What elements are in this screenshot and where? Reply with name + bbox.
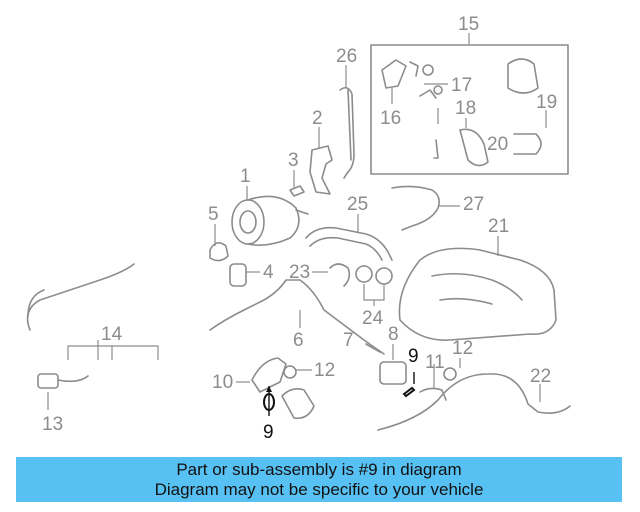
part-2-bracket (309, 127, 333, 195)
part-12-clamp-right (443, 358, 461, 381)
label-17: 17 (451, 75, 472, 96)
label-21: 21 (488, 216, 509, 237)
label-10: 10 (212, 372, 233, 393)
part-22-hose (377, 373, 571, 431)
label-18: 18 (455, 98, 476, 119)
banner-line-1: Part or sub-assembly is #9 in diagram (176, 459, 462, 479)
label-4: 4 (263, 262, 274, 283)
label-7: 7 (343, 330, 354, 351)
parts-16-20-small-components (381, 58, 547, 167)
label-2: 2 (312, 108, 323, 129)
label-16: 16 (380, 108, 401, 129)
part-14-hose-assembly (26, 263, 159, 360)
part-4-grommet (229, 263, 260, 287)
info-banner: Part or sub-assembly is #9 in diagram Di… (16, 457, 622, 502)
part-valve-left (281, 388, 315, 420)
label-12a: 12 (314, 360, 335, 381)
label-5: 5 (208, 204, 219, 225)
part-13-valve (37, 373, 89, 410)
label-14: 14 (101, 324, 123, 345)
label-13: 13 (42, 414, 63, 435)
label-24: 24 (362, 308, 384, 329)
part-26-hose (339, 65, 355, 179)
part-3-bolt (289, 170, 305, 197)
part-1-air-pump (231, 186, 309, 246)
label-25: 25 (347, 194, 368, 215)
label-3: 3 (288, 150, 299, 171)
label-27: 27 (463, 194, 484, 215)
part-5-clip (209, 224, 229, 262)
part-8-valve (379, 344, 407, 385)
part-9-gasket-left (263, 386, 275, 416)
label-12b: 12 (452, 338, 473, 359)
part-23-hose (312, 263, 351, 287)
label-20: 20 (487, 134, 508, 155)
part-27-hose (391, 185, 460, 231)
label-9-right: 9 (408, 346, 419, 367)
label-15: 15 (458, 14, 479, 35)
label-19: 19 (536, 92, 557, 113)
label-11: 11 (425, 352, 445, 373)
part-25-hose (305, 214, 393, 261)
part-6-hose (209, 279, 385, 355)
subassembly-box-15 (370, 33, 569, 175)
label-8: 8 (388, 324, 399, 345)
label-1: 1 (240, 166, 251, 187)
part-10-bracket (236, 357, 287, 393)
parts-diagram: 15 26 17 16 18 19 20 2 3 1 27 25 21 5 4 … (26, 14, 571, 443)
label-9-left: 9 (263, 422, 274, 443)
part-24-clamps (355, 265, 393, 306)
part-9-gasket-right (402, 372, 416, 398)
part-7-hose (365, 343, 381, 353)
banner-line-2: Diagram may not be specific to your vehi… (154, 479, 484, 499)
part-11-elbow (419, 364, 447, 401)
label-26: 26 (336, 46, 357, 67)
label-23: 23 (289, 262, 310, 283)
label-6: 6 (293, 330, 304, 351)
label-22: 22 (530, 366, 551, 387)
part-12-gasket-left (283, 365, 312, 379)
part-21-fuel-tank (398, 236, 557, 341)
